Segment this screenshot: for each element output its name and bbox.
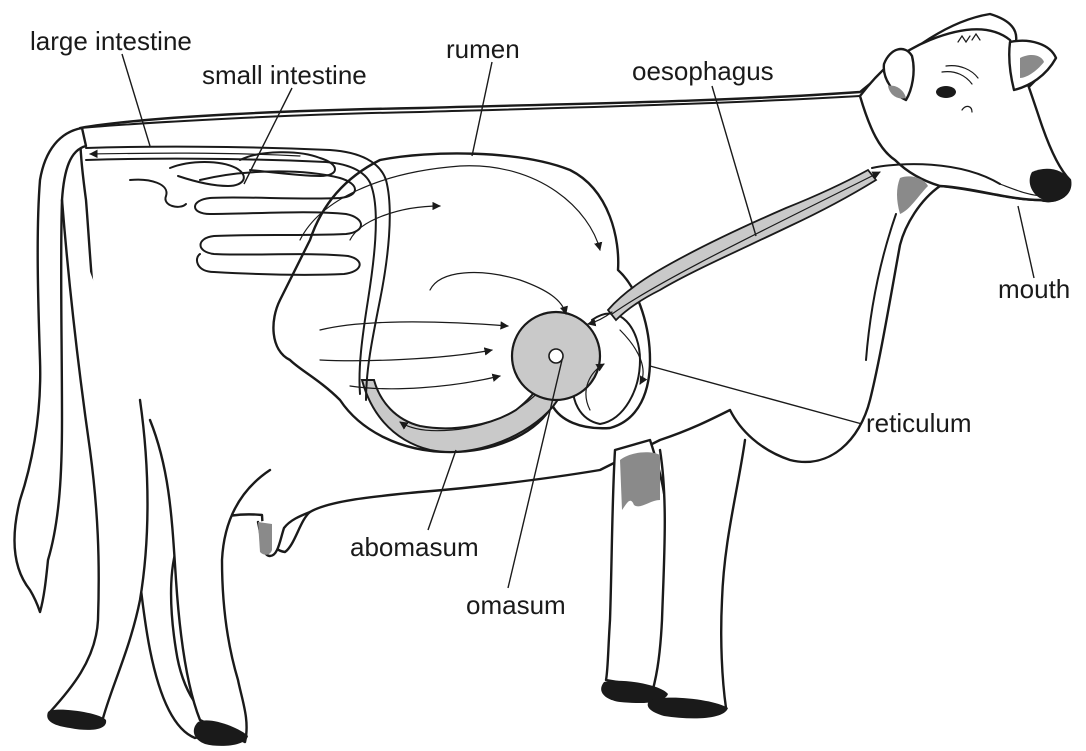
cow-tail: [15, 128, 86, 612]
eye: [936, 86, 956, 98]
label-abomasum: abomasum: [350, 532, 479, 562]
udder-teat: [258, 522, 272, 555]
label-large-intestine: large intestine: [30, 26, 192, 56]
hooves: [47, 681, 728, 746]
label-oesophagus: oesophagus: [632, 56, 774, 86]
leader-mouth: [1018, 206, 1034, 278]
label-omasum: omasum: [466, 590, 566, 620]
label-small-intestine: small intestine: [202, 60, 367, 90]
front-legs: [606, 440, 745, 708]
front-leg-near: [650, 440, 745, 708]
tail-outline: [15, 128, 86, 612]
label-reticulum: reticulum: [866, 408, 971, 438]
label-mouth: mouth: [998, 274, 1070, 304]
label-rumen: rumen: [446, 34, 520, 64]
omasum-opening: [549, 349, 563, 363]
